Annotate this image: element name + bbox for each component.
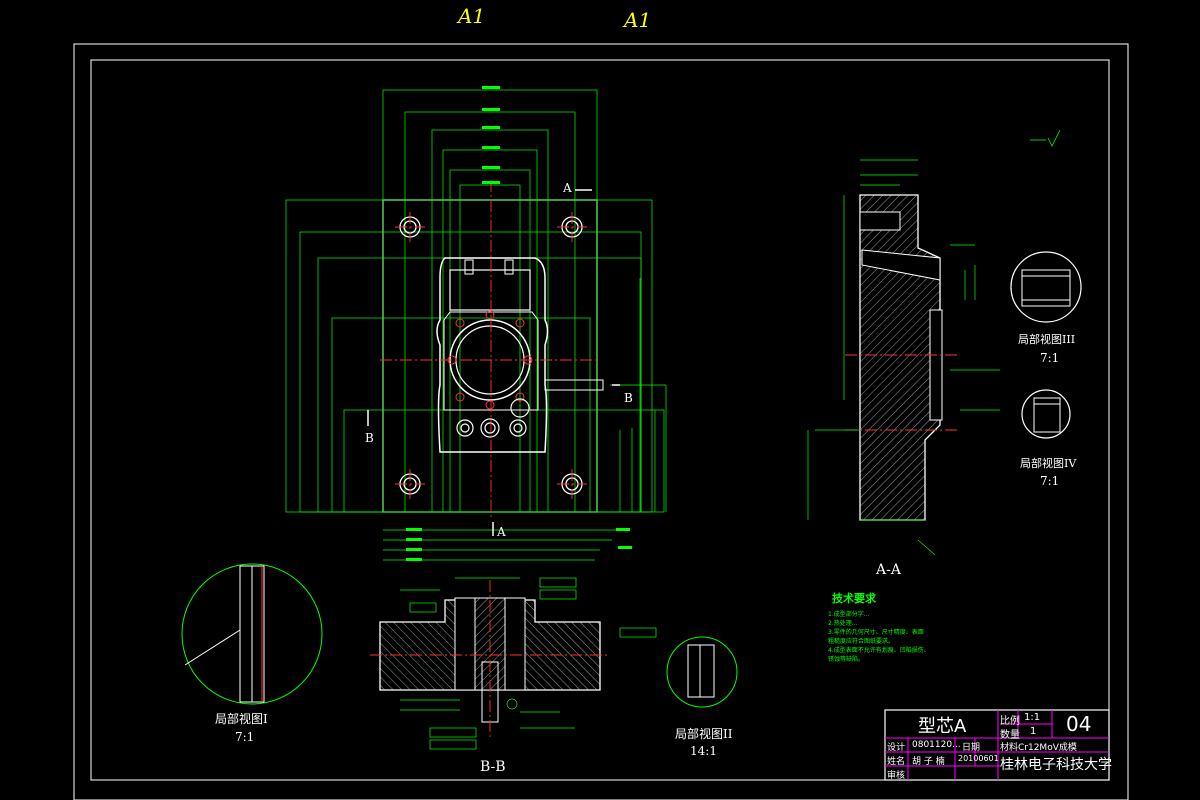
section-mark-b-right: B: [624, 391, 633, 405]
detail-3-scale: 7:1: [1040, 351, 1060, 365]
tech-requirements-title: 技术要求: [832, 592, 876, 605]
detail-view-4: [1021, 389, 1071, 439]
detail-view-3: [1010, 251, 1082, 323]
main-view: [285, 86, 667, 561]
detail-2-scale: 14:1: [690, 744, 717, 758]
student-id: 0801120...: [912, 740, 961, 750]
detail-view-1: [181, 563, 323, 705]
tech-req-item: 粗糙度应符合图纸要求。: [828, 638, 895, 645]
sheet-mark-2: A1: [624, 8, 652, 32]
section-mark-a-bottom: A: [497, 525, 506, 539]
role-design: 设计: [887, 743, 906, 753]
section-aa-label: A-A: [876, 562, 901, 578]
tech-req-item: 2.热处理...: [828, 620, 858, 627]
scale-label: 比例: [1000, 716, 1020, 727]
scale-value: 1:1: [1024, 712, 1041, 723]
section-bb-view: [370, 577, 657, 750]
sheet-mark-1: A1: [458, 4, 486, 28]
section-mark-b-left: B: [365, 431, 374, 445]
section-aa-view: [807, 159, 1000, 556]
designer-name: 胡 子 楠: [912, 757, 945, 767]
qty-label: 数量: [1000, 730, 1020, 741]
section-mark-a-top: A: [563, 181, 572, 195]
detail-1-scale: 7:1: [235, 730, 255, 744]
part-name: 型芯A: [918, 716, 967, 737]
detail-3-label: 局部视图III: [1018, 333, 1076, 346]
date-label: 日期: [962, 743, 981, 753]
inner-sheet-border: [90, 59, 1110, 781]
roughness-symbol: [1030, 129, 1061, 147]
tech-req-item: 4.成型表面不允许有划痕、凹陷损伤、: [828, 647, 930, 654]
outer-sheet-border: [73, 43, 1129, 800]
role-name: 姓名: [887, 757, 906, 767]
qty-value: 1: [1030, 726, 1037, 737]
tech-requirements: 技术要求 1.成型部分字... 2.热处理... 3.零件的几何尺寸、尺寸精度、…: [828, 590, 930, 664]
detail-4-label: 局部视图IV: [1020, 457, 1077, 470]
university-name: 桂林电子科技大学: [1000, 757, 1112, 773]
material: 材料Cr12MoV成模: [1000, 743, 1077, 753]
detail-2-label: 局部视图II: [675, 727, 733, 741]
detail-1-label: 局部视图I: [215, 712, 268, 726]
tech-req-item: 3.零件的几何尺寸、尺寸精度、表面: [828, 629, 924, 636]
drawing-number: 04: [1066, 712, 1092, 736]
detail-4-scale: 7:1: [1040, 474, 1060, 488]
role-review: 审核: [887, 771, 906, 781]
title-block-frame: [884, 709, 1110, 781]
tech-req-item: 锈蚀等缺陷。: [828, 656, 865, 663]
detail-view-2: [666, 636, 738, 708]
design-date: 20100601: [958, 754, 999, 763]
section-bb-label: B-B: [480, 759, 506, 775]
tech-req-item: 1.成型部分字...: [828, 611, 870, 618]
